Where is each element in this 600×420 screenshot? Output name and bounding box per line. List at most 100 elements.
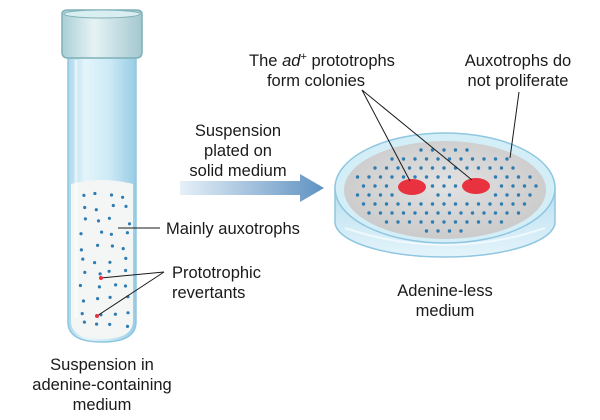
cell-dot (396, 220, 400, 224)
dish-caption-line1: Adenine-less (397, 282, 492, 300)
cell-dot (516, 193, 521, 197)
cell-dot (390, 211, 394, 215)
cell-dot (493, 157, 498, 161)
petri-dish (334, 132, 556, 258)
cell-dot (528, 175, 532, 179)
auxotrophs-label-line2: not proliferate (468, 72, 569, 90)
cell-dot (436, 211, 440, 215)
cell-dot (516, 211, 521, 215)
cell-dot (476, 166, 481, 170)
cell-dot (361, 184, 366, 188)
cell-dot (407, 220, 412, 224)
colony (398, 179, 426, 195)
cell-dot (482, 157, 486, 161)
dish-agar (344, 141, 546, 239)
cell-dot (505, 175, 509, 179)
cell-dot (396, 202, 400, 206)
cell-dot (413, 211, 417, 215)
cell-dot (110, 244, 114, 248)
cell-dot (493, 211, 498, 215)
cell-dot (493, 193, 498, 197)
cell-dot (419, 148, 423, 152)
cell-dot (124, 204, 128, 208)
cell-dot (98, 272, 102, 276)
cell-dot (499, 184, 504, 188)
cell-dot (436, 229, 440, 233)
arrow-label-line1: Suspension (195, 122, 281, 140)
cell-dot (488, 202, 492, 206)
cell-dot (419, 220, 423, 224)
cell-dot (482, 211, 486, 215)
prototrophic-revertants-label-line1: Prototrophic (172, 264, 261, 282)
cell-dot (355, 193, 360, 197)
cell-dot (447, 229, 452, 233)
arrow-label-line2: plated on (204, 142, 272, 160)
prototrophs-label-line2: form colonies (267, 72, 365, 90)
plating-arrow (180, 174, 324, 202)
cell-dot (453, 148, 458, 152)
cell-dot (430, 184, 435, 188)
cell-dot (459, 229, 463, 233)
cell-dot (465, 202, 469, 206)
cell-dot (522, 202, 527, 206)
cell-dot (505, 157, 509, 161)
cell-dot (390, 157, 394, 161)
cell-dot (79, 232, 83, 236)
cell-dot (378, 175, 383, 179)
cell-dot (95, 322, 99, 326)
cell-dot (390, 175, 394, 179)
cell-dot (113, 312, 117, 316)
cell-dot (505, 211, 509, 215)
cell-dot (109, 232, 113, 236)
cell-dot (125, 231, 129, 235)
cell-dot (499, 166, 504, 170)
arrow-label-line3: solid medium (189, 162, 286, 180)
cell-dot (367, 211, 371, 215)
cell-dot (465, 166, 469, 170)
cell-dot (442, 202, 446, 206)
revertant-cell (95, 314, 99, 318)
cell-dot (447, 193, 452, 197)
cell-dot (109, 193, 114, 197)
cell-dot (107, 269, 111, 273)
prototrophic-revertants-label-line2: revertants (172, 284, 245, 302)
cell-dot (121, 195, 125, 199)
cell-dot (390, 193, 394, 197)
tube-cap-top (63, 9, 141, 19)
cell-dot (124, 268, 128, 273)
cell-dot (124, 256, 128, 260)
mainly-auxotrophs-label: Mainly auxotrophs (166, 220, 300, 238)
dish-auxotroph-dots (355, 148, 538, 233)
cell-dot (123, 284, 128, 288)
cell-dot (114, 283, 118, 287)
cell-dot (373, 202, 377, 206)
cell-dot (459, 157, 463, 161)
tube-callout-lines (96, 227, 165, 317)
cell-dot (367, 175, 371, 179)
cell-dot (453, 220, 458, 224)
cell-dot (436, 193, 440, 197)
cell-dot (82, 193, 86, 197)
cell-dot (447, 175, 452, 179)
cell-dot (127, 222, 132, 226)
cell-dot (442, 184, 446, 188)
cell-dot (424, 229, 429, 233)
cell-dot (442, 148, 446, 152)
cell-dot (499, 220, 504, 224)
cell-dot (378, 211, 383, 215)
cell-dot (488, 220, 492, 224)
colony (462, 178, 490, 194)
cell-dot (511, 184, 515, 188)
cell-dot (465, 148, 469, 152)
cell-dot (511, 202, 515, 206)
cell-dot (111, 203, 115, 208)
cell-dot (430, 220, 435, 224)
cell-dot (79, 248, 83, 252)
cell-dot (493, 175, 498, 179)
cell-dot (355, 175, 360, 179)
cell-dot (442, 220, 446, 224)
cell-dot (424, 175, 429, 179)
cell-dot (534, 184, 538, 188)
cell-dot (430, 166, 435, 170)
